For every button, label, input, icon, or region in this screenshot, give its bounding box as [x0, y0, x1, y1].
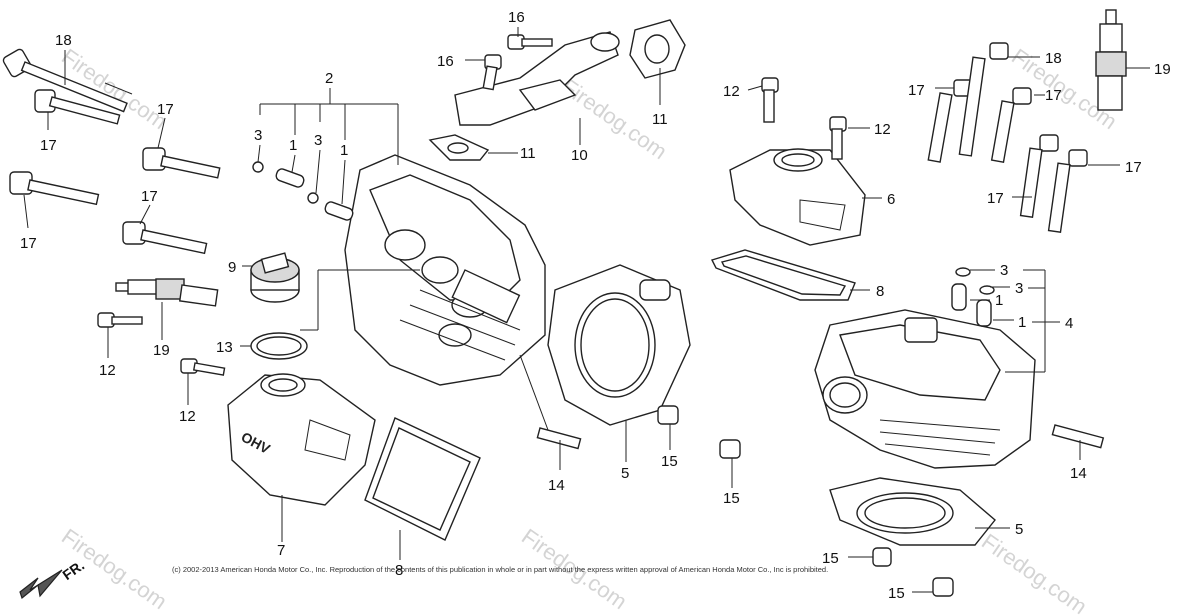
callout-label: 5: [1015, 521, 1023, 538]
callout-label: 3: [1015, 280, 1023, 297]
callout-label: 17: [141, 188, 158, 205]
callout-label: 17: [157, 101, 174, 118]
callout-label: 4: [1065, 315, 1073, 332]
bolt-12-left-upper: [97, 312, 143, 328]
callout-label: 18: [55, 32, 72, 49]
callout-label: 12: [99, 362, 116, 379]
callout-label: 19: [153, 342, 170, 359]
callout-label: 17: [40, 137, 57, 154]
rocker-cover-front: OHV: [227, 373, 376, 506]
callout-label: 17: [1125, 159, 1142, 176]
exhaust-pipe: [454, 31, 620, 126]
bolt-12-right-upper: [761, 77, 779, 123]
rocker-cover-gasket-rear: [711, 249, 856, 301]
dowel-pin: [719, 439, 741, 459]
spark-plug-left: [115, 278, 219, 307]
bolt-17-right-d: [1047, 149, 1088, 233]
callout-label: 12: [874, 121, 891, 138]
callout-label: 15: [661, 453, 678, 470]
oil-filler-cap: [250, 252, 300, 303]
callout-label: 3: [314, 132, 322, 149]
bolt-16-lower: [482, 54, 502, 91]
dowel-pin: [932, 577, 954, 597]
valve-parts-left: [252, 161, 354, 221]
callout-label: 15: [723, 490, 740, 507]
bolt-17-lower: [122, 221, 208, 255]
bolt-12-right-lower: [829, 116, 847, 160]
o-ring: [250, 332, 308, 360]
callout-label: 14: [548, 477, 565, 494]
bolt-17-left: [9, 171, 100, 206]
gasket-exhaust-top: [629, 19, 686, 79]
callout-label: 17: [20, 235, 37, 252]
callout-label: 8: [876, 283, 884, 300]
dowel-pin: [657, 405, 679, 425]
callout-label: 9: [228, 259, 236, 276]
callout-label: 11: [520, 145, 536, 162]
valve-parts-right: [951, 267, 995, 327]
callout-label: 1: [995, 292, 1003, 309]
callout-label: 17: [908, 82, 925, 99]
bolt-17-upper: [34, 89, 121, 125]
callout-label: 12: [179, 408, 196, 425]
callout-label: 12: [723, 83, 740, 100]
callout-label: 16: [508, 9, 525, 26]
cylinder-head-front: [344, 154, 546, 386]
callout-label: 10: [571, 147, 588, 164]
callout-label: 1: [289, 137, 297, 154]
callout-label: 1: [340, 142, 348, 159]
bolt-16-upper: [507, 34, 553, 50]
stud-14-right: [1051, 424, 1105, 449]
callout-label: 8: [395, 562, 403, 579]
rocker-cover-rear: [729, 148, 866, 246]
rocker-cover-gasket-front: [364, 417, 481, 541]
front-direction-arrow: [19, 569, 63, 600]
callout-label: 7: [277, 542, 285, 559]
callout-labels: 18 17 17 17 17 17 2 3 1 3 1 16 16 11 11 …: [20, 9, 1171, 602]
callout-label: 1: [1018, 314, 1026, 331]
gasket-exhaust-lower: [428, 134, 490, 161]
callout-label: 5: [621, 465, 629, 482]
bolt-12-left-lower: [180, 358, 226, 376]
callout-label: 3: [1000, 262, 1008, 279]
leader-lines: [23, 27, 1150, 593]
callout-label: 2: [325, 70, 333, 87]
cylinder-head-rear: [814, 309, 1036, 469]
bolt-17-right-c: [1019, 134, 1059, 218]
bolt-17-center: [142, 147, 221, 179]
dowel-pin: [872, 547, 892, 567]
callout-label: 6: [887, 191, 895, 208]
callout-label: 14: [1070, 465, 1087, 482]
callout-label: 16: [437, 53, 454, 70]
head-gasket-rear: [829, 477, 996, 546]
callout-label: 17: [987, 190, 1004, 207]
callout-label: 15: [888, 585, 905, 602]
bolt-18-right: [958, 42, 1009, 157]
callout-label: 3: [254, 127, 262, 144]
callout-label: 13: [216, 339, 233, 356]
callout-label: 11: [652, 111, 668, 128]
copyright-notice: (c) 2002-2013 American Honda Motor Co., …: [172, 565, 829, 574]
callout-label: 15: [822, 550, 839, 567]
stud-14-left: [536, 427, 582, 450]
head-gasket-front: [547, 264, 691, 426]
bolt-18-long: [2, 48, 133, 113]
spark-plug-right: [1095, 9, 1127, 111]
callout-label: 19: [1154, 61, 1171, 78]
bolt-17-right-b: [990, 87, 1032, 163]
callout-label: 18: [1045, 50, 1062, 67]
callout-label: 17: [1045, 87, 1062, 104]
